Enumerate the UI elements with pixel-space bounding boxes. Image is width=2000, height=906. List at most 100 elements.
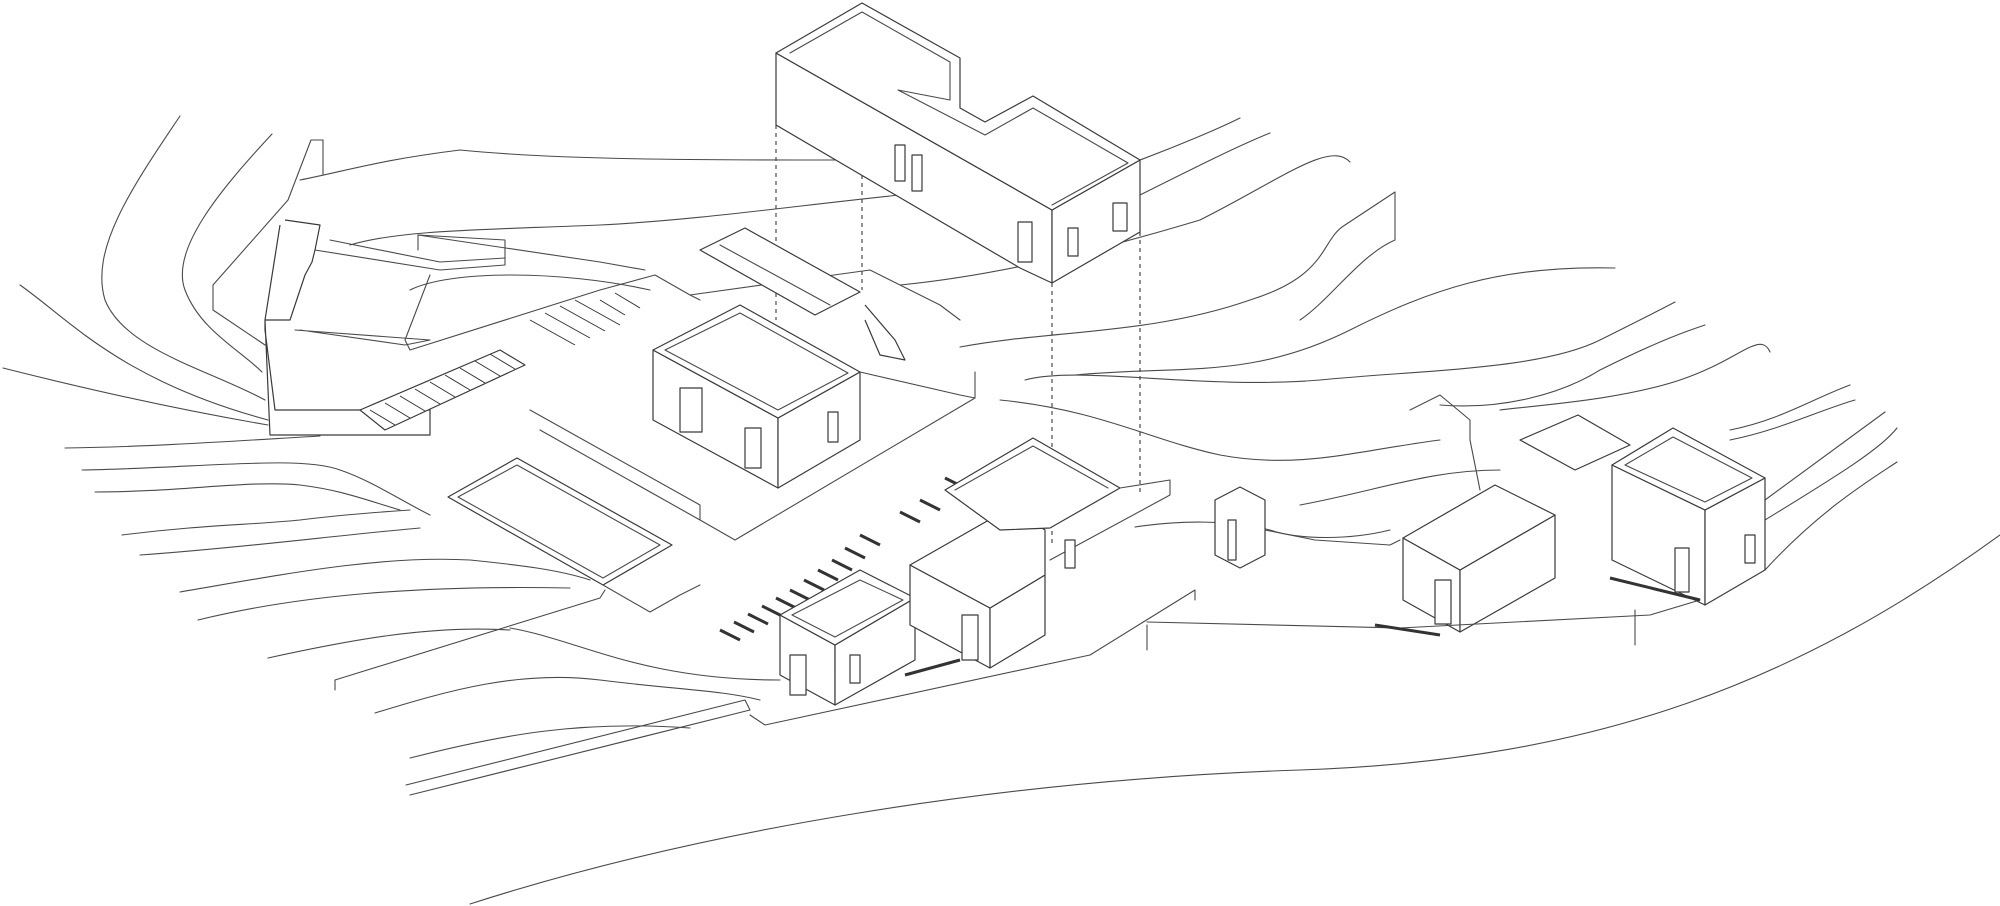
retaining-wall xyxy=(212,139,324,346)
roof-parapet xyxy=(1624,436,1753,503)
pergola-slat xyxy=(574,299,621,326)
pergola-slat xyxy=(429,381,456,398)
courtyard-complex xyxy=(359,227,976,541)
hatched-deck xyxy=(1374,623,1441,637)
contour-line xyxy=(899,155,1351,286)
stair-tower-wall xyxy=(264,319,431,436)
contour-line xyxy=(1764,411,1886,501)
right-pergola xyxy=(1519,414,1631,471)
tower-pavilion xyxy=(1214,486,1266,569)
pergola-slat xyxy=(459,367,486,384)
window xyxy=(1067,227,1079,257)
left-terraces-and-stairs xyxy=(212,139,701,436)
contour-line xyxy=(179,558,591,593)
stair-flight xyxy=(264,219,321,321)
pergola-slat xyxy=(614,292,641,309)
pergola-slat xyxy=(529,319,576,346)
pergola-slat xyxy=(559,305,606,332)
window xyxy=(849,654,861,684)
house-e-roof xyxy=(1611,427,1766,511)
pool-outline xyxy=(447,457,673,586)
contour-line xyxy=(139,527,421,556)
contour-line xyxy=(181,133,273,373)
door xyxy=(1017,221,1033,263)
stepping-stone xyxy=(844,546,866,560)
door xyxy=(1227,519,1237,561)
terrace-edge xyxy=(294,329,431,346)
stepping-stone xyxy=(775,596,797,610)
contour-line xyxy=(959,191,1396,348)
stepping-stone xyxy=(831,558,853,572)
pergola-slat xyxy=(474,360,501,377)
contour-line xyxy=(267,628,511,659)
door xyxy=(1674,547,1690,593)
terrace-edge xyxy=(404,274,701,351)
site-wall xyxy=(1264,529,1401,546)
pergola-slat xyxy=(369,409,396,426)
roof-parapet xyxy=(664,312,849,411)
site-wall xyxy=(749,589,1196,726)
courtyard-wall xyxy=(529,409,701,521)
window xyxy=(1744,534,1756,564)
lower-houses xyxy=(779,394,1766,706)
stepping-stone xyxy=(719,628,741,642)
window xyxy=(827,411,839,443)
stepping-stone xyxy=(899,510,921,524)
courtyard-wall xyxy=(859,371,976,399)
pool-deck xyxy=(602,584,701,613)
contour-line xyxy=(121,509,411,536)
terrain-contours xyxy=(2,115,2000,905)
door xyxy=(1434,579,1452,625)
door xyxy=(679,387,703,433)
pergola-slat xyxy=(544,312,591,339)
contour-line xyxy=(299,149,836,181)
stepping-stone xyxy=(859,533,881,547)
right-stairs xyxy=(1409,394,1481,491)
contour-line xyxy=(1074,267,1616,376)
courtyard-wall xyxy=(699,397,976,541)
pergola-slat xyxy=(414,388,441,405)
stepping-stone xyxy=(789,588,811,602)
stepping-stone xyxy=(761,604,783,618)
contour-line xyxy=(1299,469,1501,506)
pergola-slat xyxy=(399,395,426,412)
stepping-stone xyxy=(817,568,839,582)
site-wall xyxy=(334,589,606,681)
contour-line xyxy=(1729,384,1851,431)
contour-line xyxy=(1139,132,1271,196)
pergola-slat xyxy=(384,402,411,419)
house-c-roof xyxy=(944,437,1121,531)
contour-line xyxy=(19,284,269,421)
contour-line xyxy=(81,462,431,516)
house-d-roof xyxy=(1402,484,1556,571)
pergola-slat xyxy=(489,353,516,370)
door xyxy=(744,427,762,469)
door xyxy=(961,614,979,661)
pergola-slats-upper xyxy=(719,244,831,306)
site-wall xyxy=(1146,599,1701,629)
contour-line xyxy=(1439,324,1706,407)
terrace-edge xyxy=(417,234,646,271)
contour-line xyxy=(1499,343,1771,411)
hatched-deck xyxy=(1609,576,1701,602)
door xyxy=(789,654,807,696)
pergola-slat xyxy=(444,374,471,391)
contour-line xyxy=(409,274,651,291)
hatched-deck xyxy=(904,658,961,677)
contour-line xyxy=(374,676,761,714)
contour-line xyxy=(1764,427,1898,521)
stair-flight xyxy=(864,304,906,361)
stepping-stone xyxy=(919,498,941,512)
upper-building-roof xyxy=(775,2,1141,211)
upper-pergola xyxy=(699,227,861,316)
stepping-stone-path xyxy=(719,476,966,642)
site-wall xyxy=(405,699,751,796)
upper-raised-building xyxy=(775,2,1141,545)
upper-building-roof-parapet xyxy=(789,11,1129,206)
stepping-stone xyxy=(803,578,825,592)
contour-line xyxy=(64,435,321,449)
contour-line xyxy=(94,483,401,511)
pergola-slat xyxy=(599,299,626,316)
contour-line xyxy=(999,399,1441,461)
